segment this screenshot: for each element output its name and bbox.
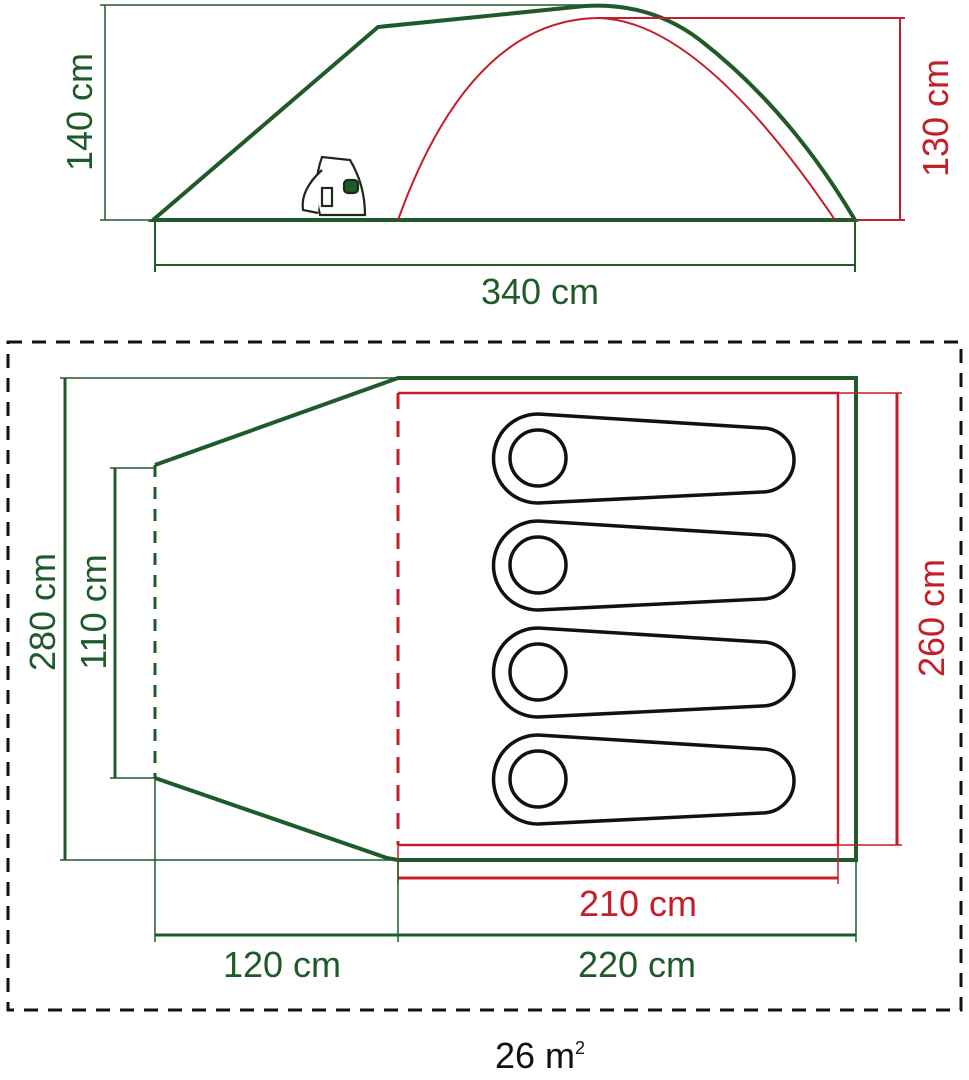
footprint-area-label: 26 m2 — [495, 1035, 585, 1076]
backpack-icon — [301, 155, 367, 217]
length-label: 340 cm — [481, 271, 599, 312]
floor-plan: 280 cm 110 cm 260 cm 210 cm 120 c — [6, 340, 963, 1076]
length-dimension — [154, 222, 856, 272]
width-outer-dimension — [60, 377, 398, 861]
bedroom-length-label: 220 cm — [578, 944, 696, 985]
outer-tent-floor — [154, 376, 858, 862]
inner-length-label: 210 cm — [579, 883, 697, 924]
width-outer-label: 280 cm — [22, 553, 63, 671]
height-inner-dimension — [598, 17, 905, 221]
sleeping-bag — [491, 733, 796, 826]
height-outer-label: 140 cm — [59, 53, 100, 171]
sleeping-bag — [491, 626, 796, 719]
sleeping-bag — [491, 412, 796, 505]
porch-length-label: 120 cm — [223, 944, 341, 985]
length-dimensions — [154, 778, 857, 942]
inner-tent-profile — [397, 16, 836, 221]
footprint-outline — [6, 340, 963, 1012]
height-outer-dimension — [100, 4, 590, 221]
inner-length-dimension — [397, 845, 839, 884]
door-width-dimension — [110, 467, 155, 779]
sleeping-bag — [491, 519, 796, 612]
height-inner-label: 130 cm — [915, 59, 956, 177]
sleeping-bags — [491, 412, 796, 826]
inner-width-label: 260 cm — [911, 559, 952, 677]
side-view: 140 cm 130 cm 340 cm — [59, 3, 956, 312]
door-width-label: 110 cm — [73, 554, 114, 669]
outer-tent-profile — [147, 3, 859, 222]
inner-tent-floor — [398, 391, 840, 845]
inner-width-dimension — [838, 392, 902, 846]
